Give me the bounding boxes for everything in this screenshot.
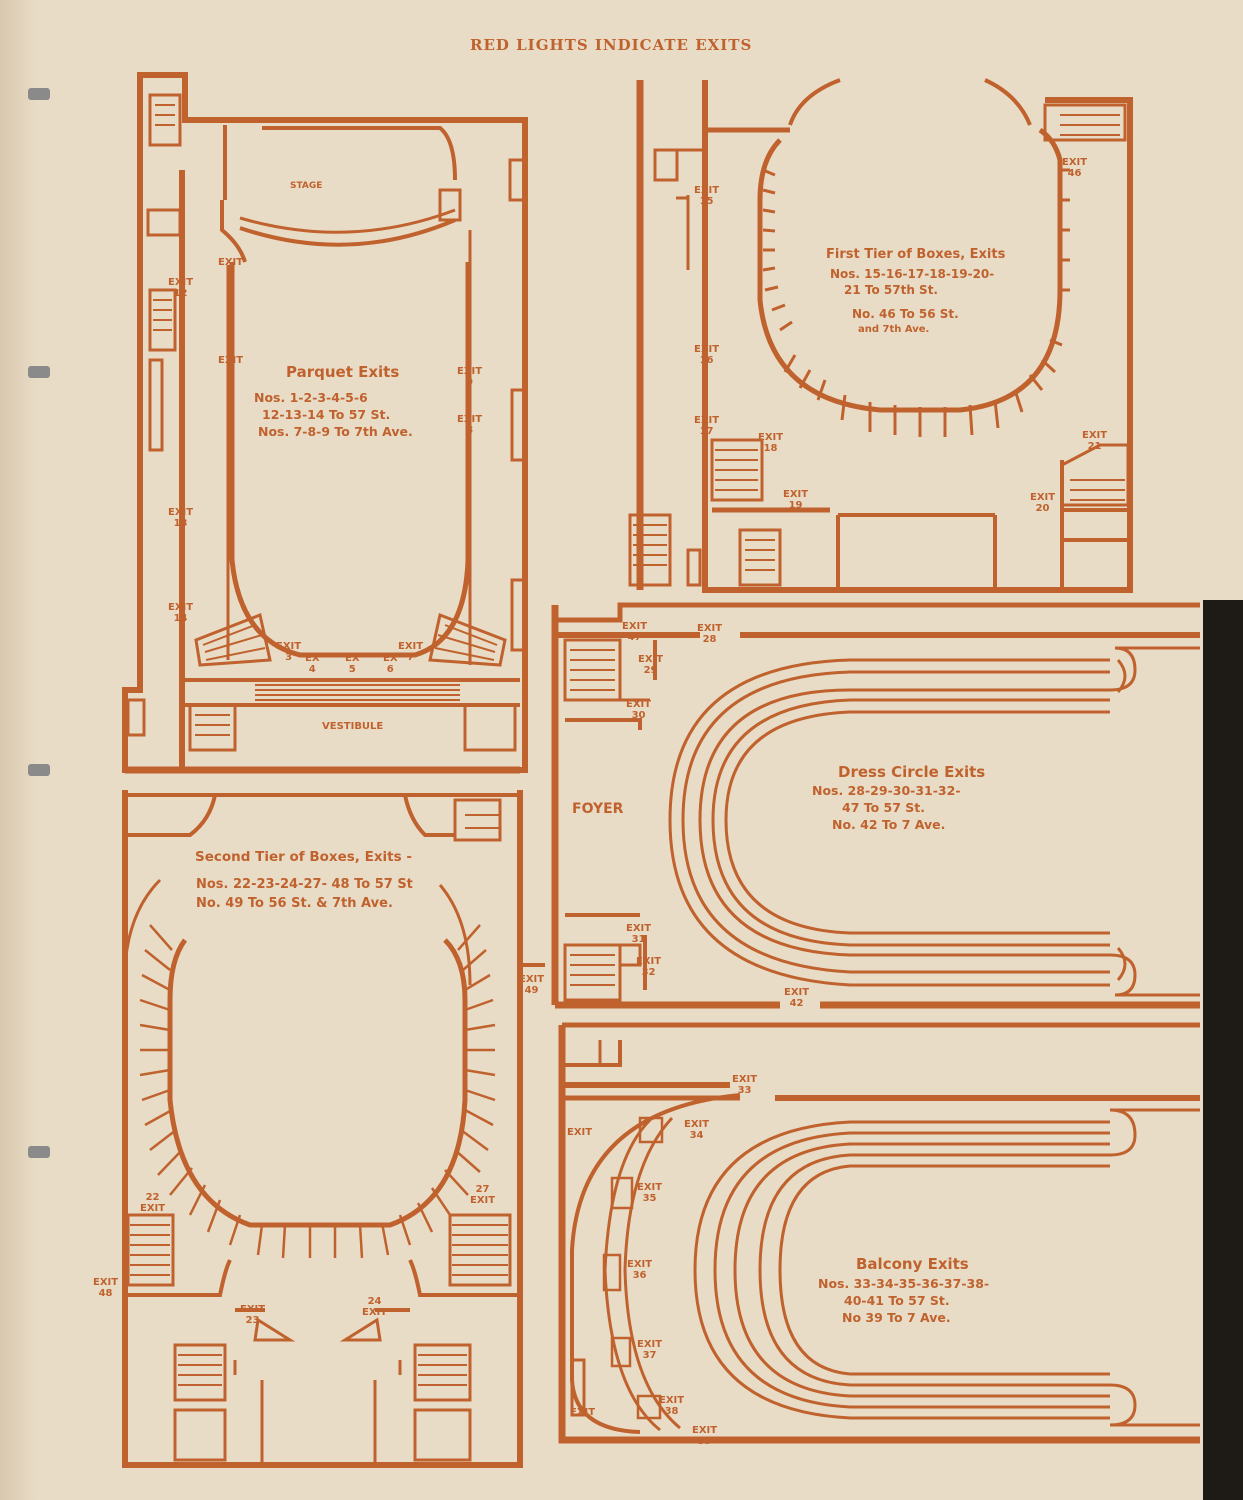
first-tier-caption: Nos. 15-16-17-18-19-20- 21 To 57th St. N… (830, 267, 995, 335)
vestibule-label: VESTIBULE (322, 721, 384, 732)
first-tier-title: First Tier of Boxes, Exits (826, 247, 1006, 262)
balcony-caption: Nos. 33-34-35-36-37-38- 40-41 To 57 St. … (818, 1276, 990, 1325)
balcony-rows (602, 1108, 1200, 1432)
dress-circle-rows (668, 646, 1200, 997)
binding-staple (28, 88, 50, 100)
balcony-plan (558, 1022, 1200, 1444)
second-tier-caption: Nos. 22-23-24-27- 48 To 57 St No. 49 To … (196, 877, 413, 911)
balcony-exit-left-label: EXIT (567, 1127, 593, 1138)
parquet-title: Parquet Exits (286, 363, 400, 381)
first-tier-box-partitions (762, 168, 1070, 437)
parquet-plan (122, 72, 528, 774)
scan-background-edge (1203, 600, 1243, 1500)
exit-23-label: EXIT 23 (240, 1304, 266, 1326)
balcony-title: Balcony Exits (856, 1255, 969, 1273)
dress-circle-caption: Nos. 28-29-30-31-32- 47 To 57 St. No. 42… (812, 783, 961, 832)
binding-staple (28, 1146, 50, 1158)
page-headline: RED LIGHTS INDICATE EXITS (470, 36, 753, 54)
binding-staple (28, 764, 50, 776)
balcony-exit-bottom-label: EXIT (570, 1407, 596, 1418)
dress-circle-title: Dress Circle Exits (838, 763, 986, 781)
foyer-label: FOYER (572, 801, 624, 817)
stage-label: STAGE (290, 181, 322, 191)
second-tier-box-partitions (139, 924, 496, 1259)
dress-circle-plan (551, 602, 1200, 1009)
page-binding-edge (0, 0, 38, 1500)
binding-staple (28, 366, 50, 378)
first-tier-plan (628, 78, 1133, 593)
second-tier-title: Second Tier of Boxes, Exits - (195, 849, 412, 865)
parquet-caption: Nos. 1-2-3-4-5-6 12-13-14 To 57 St. Nos.… (254, 390, 413, 439)
second-tier-plan (122, 790, 545, 1468)
